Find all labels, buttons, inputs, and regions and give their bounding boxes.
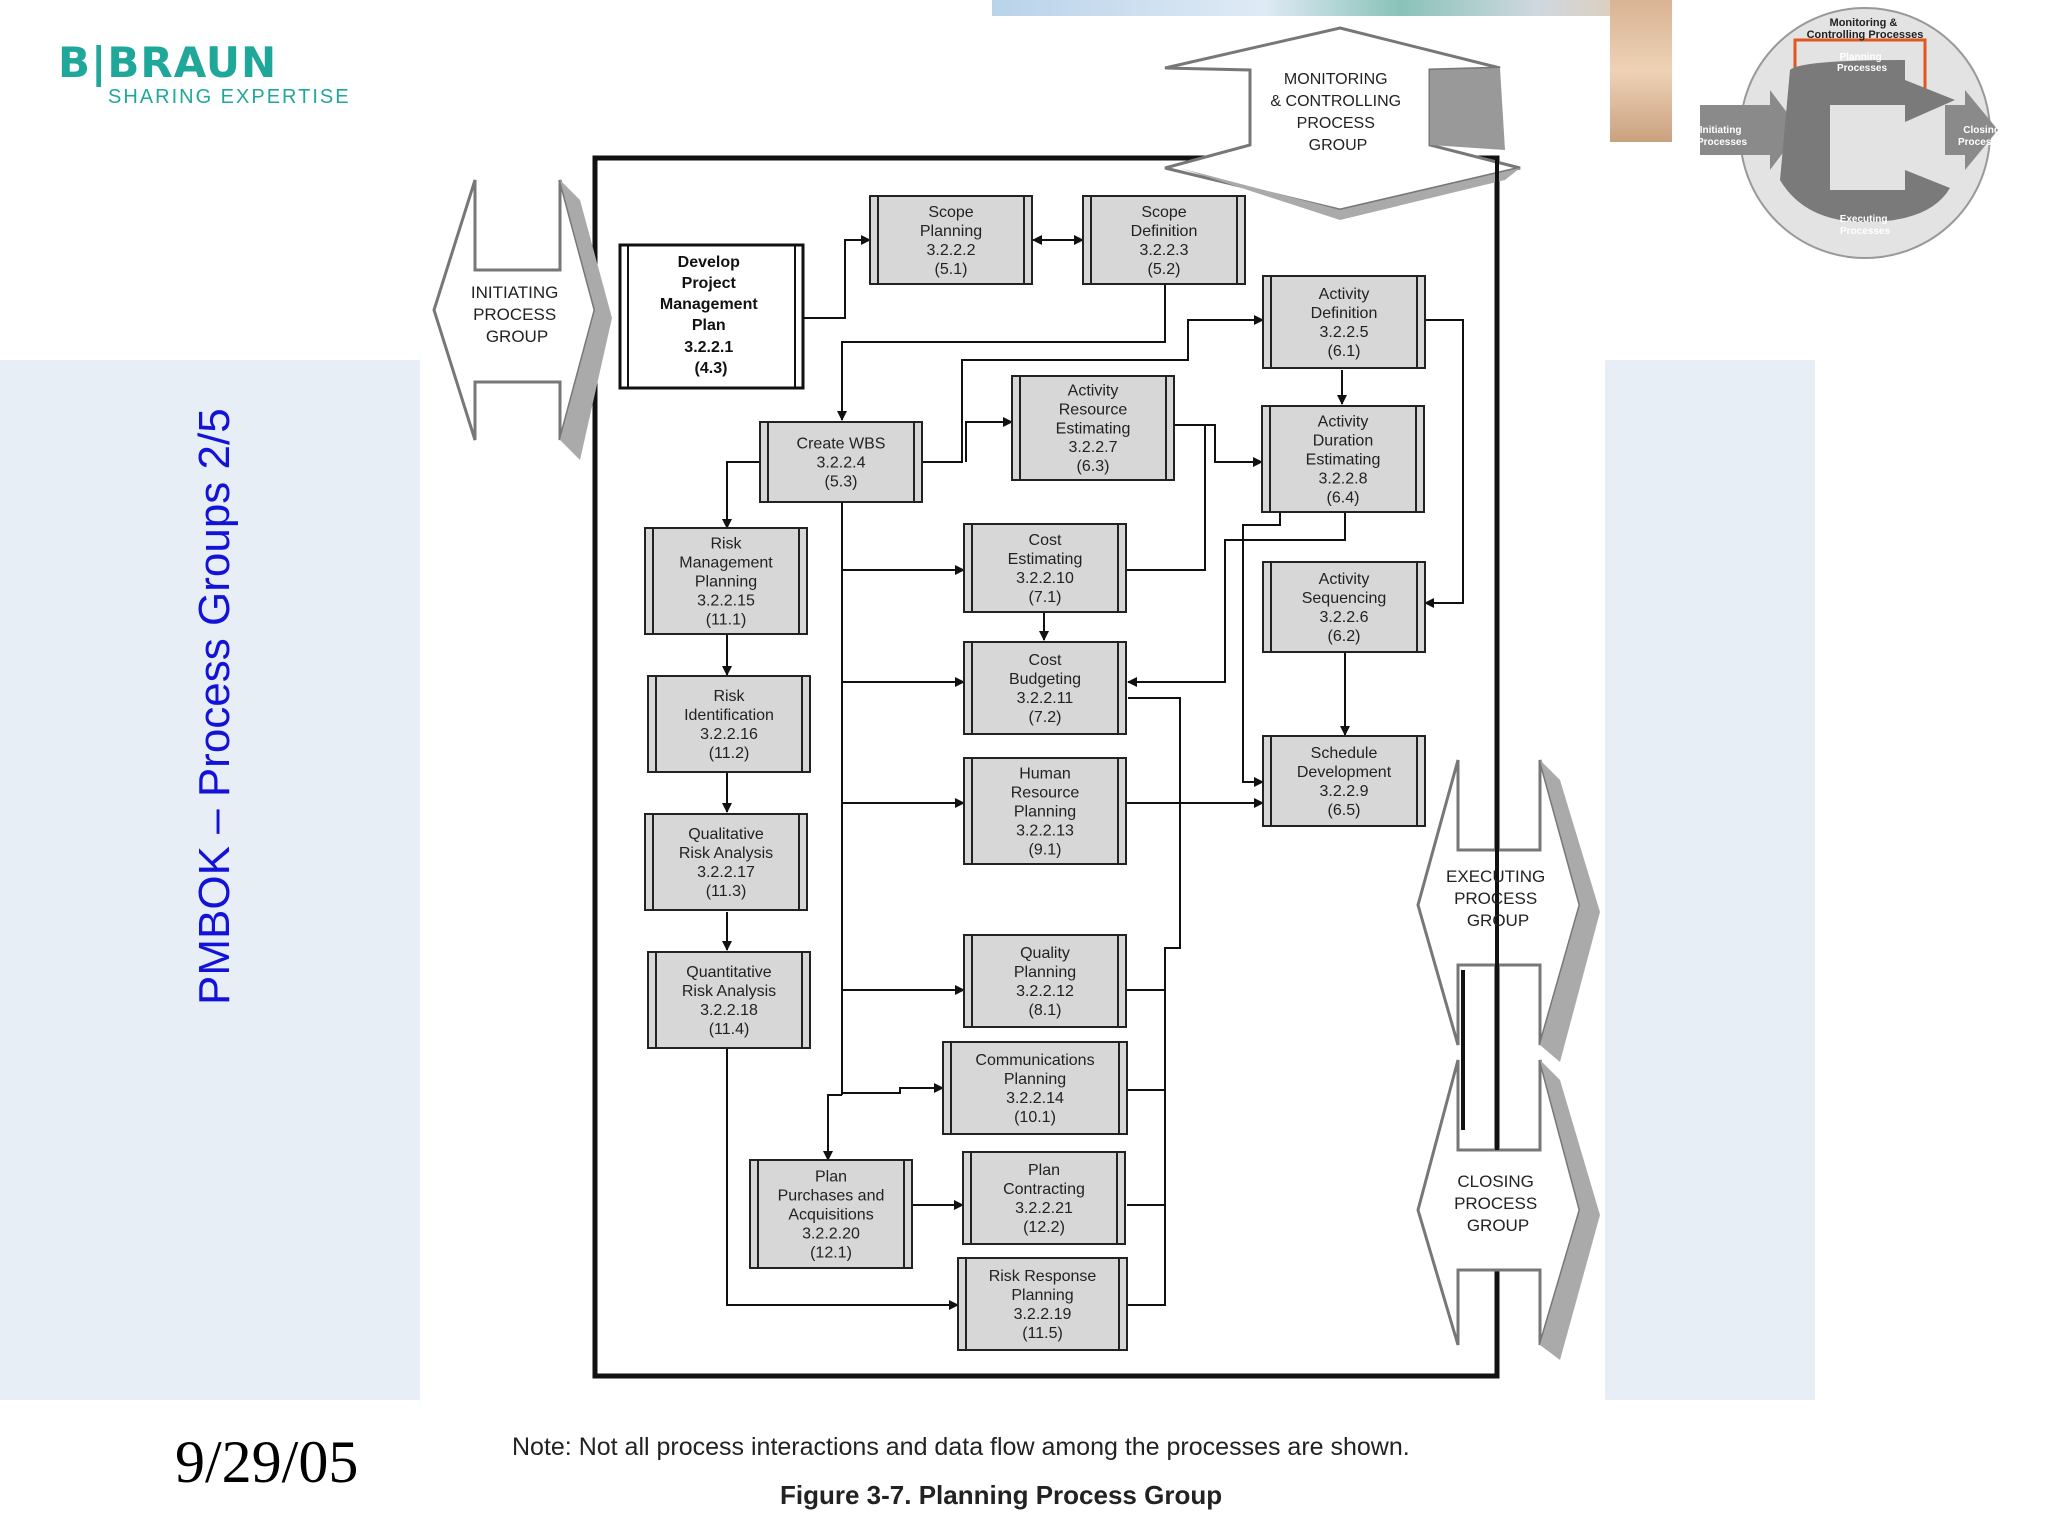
header-photo-strip [992,0,1672,16]
connector-wbs-to-risk-management [722,461,762,529]
header-photo-face [1610,0,1672,142]
connector-activity-definition-to-sequencing [1424,319,1464,608]
connector-quantitative-to-response [726,1047,959,1310]
diagram-connectors [722,235,1464,1310]
slide-date: 9/29/05 [175,1429,359,1495]
connector-scope-definition-to-wbs [837,285,1166,421]
bbraun-tagline: SHARING EXPERTISE [108,86,351,108]
initiating-group-arrow [432,179,612,460]
connector-to-communications [842,1083,944,1094]
bbraun-logo: B|BRAUN [58,38,278,87]
group-link-lines [1461,158,1499,1150]
left-background-band [0,360,420,1400]
initiating-group-label: INITIATING PROCESS GROUP [471,283,563,346]
monitoring-group-arrow [1164,26,1521,220]
connector-right-bus [1127,697,1181,1306]
diagram-note: Note: Not all process interactions and d… [512,1433,1410,1461]
connector-wbs-to-resource-estimating [965,417,1013,462]
minimap-bottom-label: Executing Processes [1840,214,1891,237]
connector-to-plan-purchases [823,1094,842,1161]
closing-group-label: CLOSING PROCESS GROUP [1454,1172,1542,1235]
process-label: Develop Project Management Plan 3.2.2.1 … [660,254,762,377]
monitoring-group-label: MONITORING & CONTROLLING PROCESS GROUP [1270,71,1405,154]
connector-wbs-to-activity-definition [922,315,1264,463]
minimap-top-label: Monitoring & Controlling Processes [1807,17,1924,41]
figure-caption: Figure 3-7. Planning Process Group [780,1480,1223,1510]
minimap-left-label: Initiating Processes [1697,125,1747,148]
connector-develop-to-scope-planning [803,235,871,319]
process-cycle-minimap: Monitoring & Controlling Processes Plann… [1697,7,2008,259]
minimap-right-label: Closing Processes [1958,125,2008,148]
connector-cost-estimating-to-duration [1123,425,1206,571]
right-background-band [1605,360,1815,1400]
connector-duration-to-budgeting [1127,512,1346,687]
connector-resource-to-duration [1175,424,1263,467]
executing-group-label: EXECUTING PROCESS GROUP [1446,867,1550,930]
connector-duration-to-schedule [1242,512,1281,787]
closing-group-arrow [1416,1059,1600,1360]
process-develop-pmp: Develop Project Management Plan 3.2.2.1 … [618,243,805,390]
minimap-center-label: Planning Processes [1837,52,1887,74]
